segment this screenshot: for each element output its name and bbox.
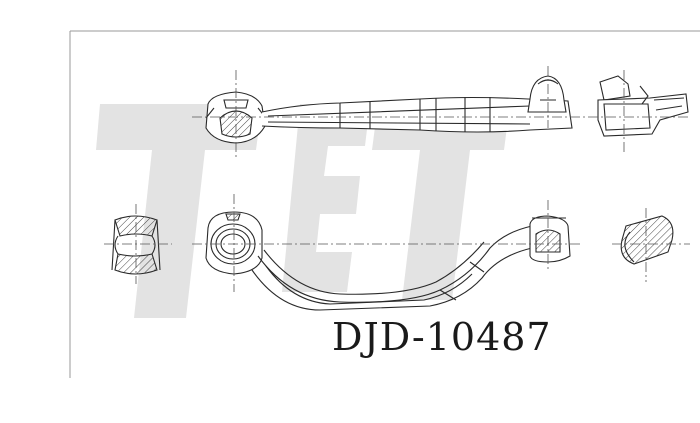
- right-cross-section: [620, 215, 674, 265]
- side-view-arm: [205, 211, 571, 311]
- right-end-view: [597, 75, 689, 137]
- centerlines: [104, 66, 690, 292]
- part-number-label: DJD-10487: [332, 315, 552, 359]
- drawing-frame: [69, 30, 700, 378]
- top-view-arm: [205, 75, 573, 144]
- watermark-logo: [96, 104, 510, 318]
